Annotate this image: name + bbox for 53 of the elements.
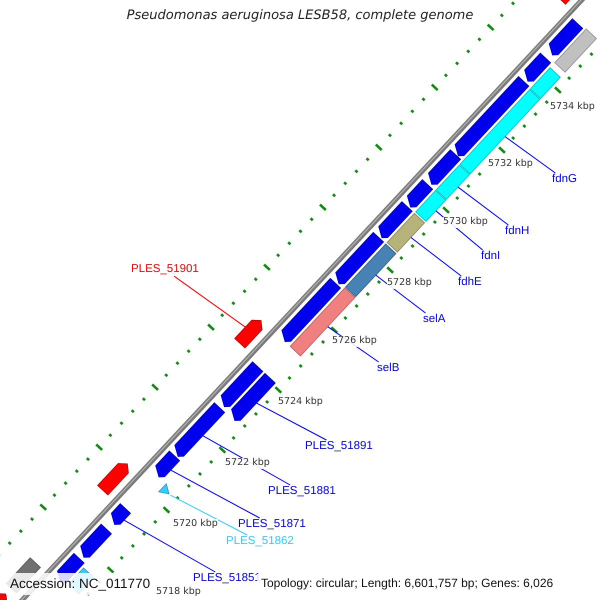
leader-line: [170, 494, 248, 536]
leader-line: [124, 520, 216, 572]
scale-label: 5722 kbp: [225, 458, 270, 469]
gene-block: [428, 149, 462, 185]
gene-block: [0, 593, 8, 600]
gene-bar: [530, 67, 561, 100]
scale-label: 5724 kbp: [278, 397, 323, 408]
gene-label: selA: [423, 313, 446, 326]
gene-block: [406, 179, 434, 208]
gene-label: PLES_51901: [131, 263, 199, 276]
gene-block: [524, 52, 552, 82]
gene-block: [335, 232, 384, 284]
gene-block: [548, 18, 584, 56]
leader-line: [504, 136, 556, 174]
gene-label: fdnI: [481, 250, 500, 264]
gene-block: [97, 463, 129, 496]
scale-label: 5732 kbp: [488, 159, 533, 170]
scale-label: 5730 kbp: [443, 217, 488, 228]
gene-label: PLES_51881: [268, 485, 336, 498]
gene-bar: [436, 164, 470, 200]
scale-label: 5726 kbp: [332, 336, 377, 347]
scale-label: 5734 kbp: [550, 102, 595, 113]
gene-label: PLES_51862: [226, 535, 294, 548]
gene-block: [80, 524, 112, 558]
gene-block: [378, 201, 413, 238]
gene-block: [454, 76, 530, 156]
scale-label: 5718 kbp: [156, 587, 201, 598]
scale-label: 5720 kbp: [173, 519, 218, 530]
scale-label: 5728 kbp: [387, 278, 432, 289]
gene-bar: [290, 287, 356, 356]
gene-label: fdnH: [505, 225, 530, 238]
gene-label: PLES_51891: [305, 440, 373, 454]
gene-bar: [554, 28, 597, 73]
gene-label: fdnG: [552, 173, 577, 186]
gene-bar: [459, 89, 540, 174]
gene-block: [220, 361, 264, 408]
gene-label: fdhE: [458, 276, 482, 290]
gene-bar: [386, 212, 426, 253]
leader-line: [375, 274, 426, 314]
leader-line: [410, 236, 462, 276]
gene-block: [155, 450, 180, 478]
gene-block: [231, 372, 276, 421]
diagram-title: Pseudomonas aeruginosa LESB58, complete genome: [126, 9, 474, 24]
leader-line: [457, 186, 509, 226]
leader-line: [170, 470, 260, 518]
gene-label: selB: [377, 362, 400, 376]
gene-triangle: [158, 482, 170, 494]
gene-block: [110, 503, 132, 525]
gene-block: [234, 320, 262, 349]
leader-line: [256, 402, 327, 440]
gene-label: PLES_51871: [238, 518, 306, 532]
leader-line: [174, 276, 246, 328]
gene-block: [174, 402, 226, 457]
